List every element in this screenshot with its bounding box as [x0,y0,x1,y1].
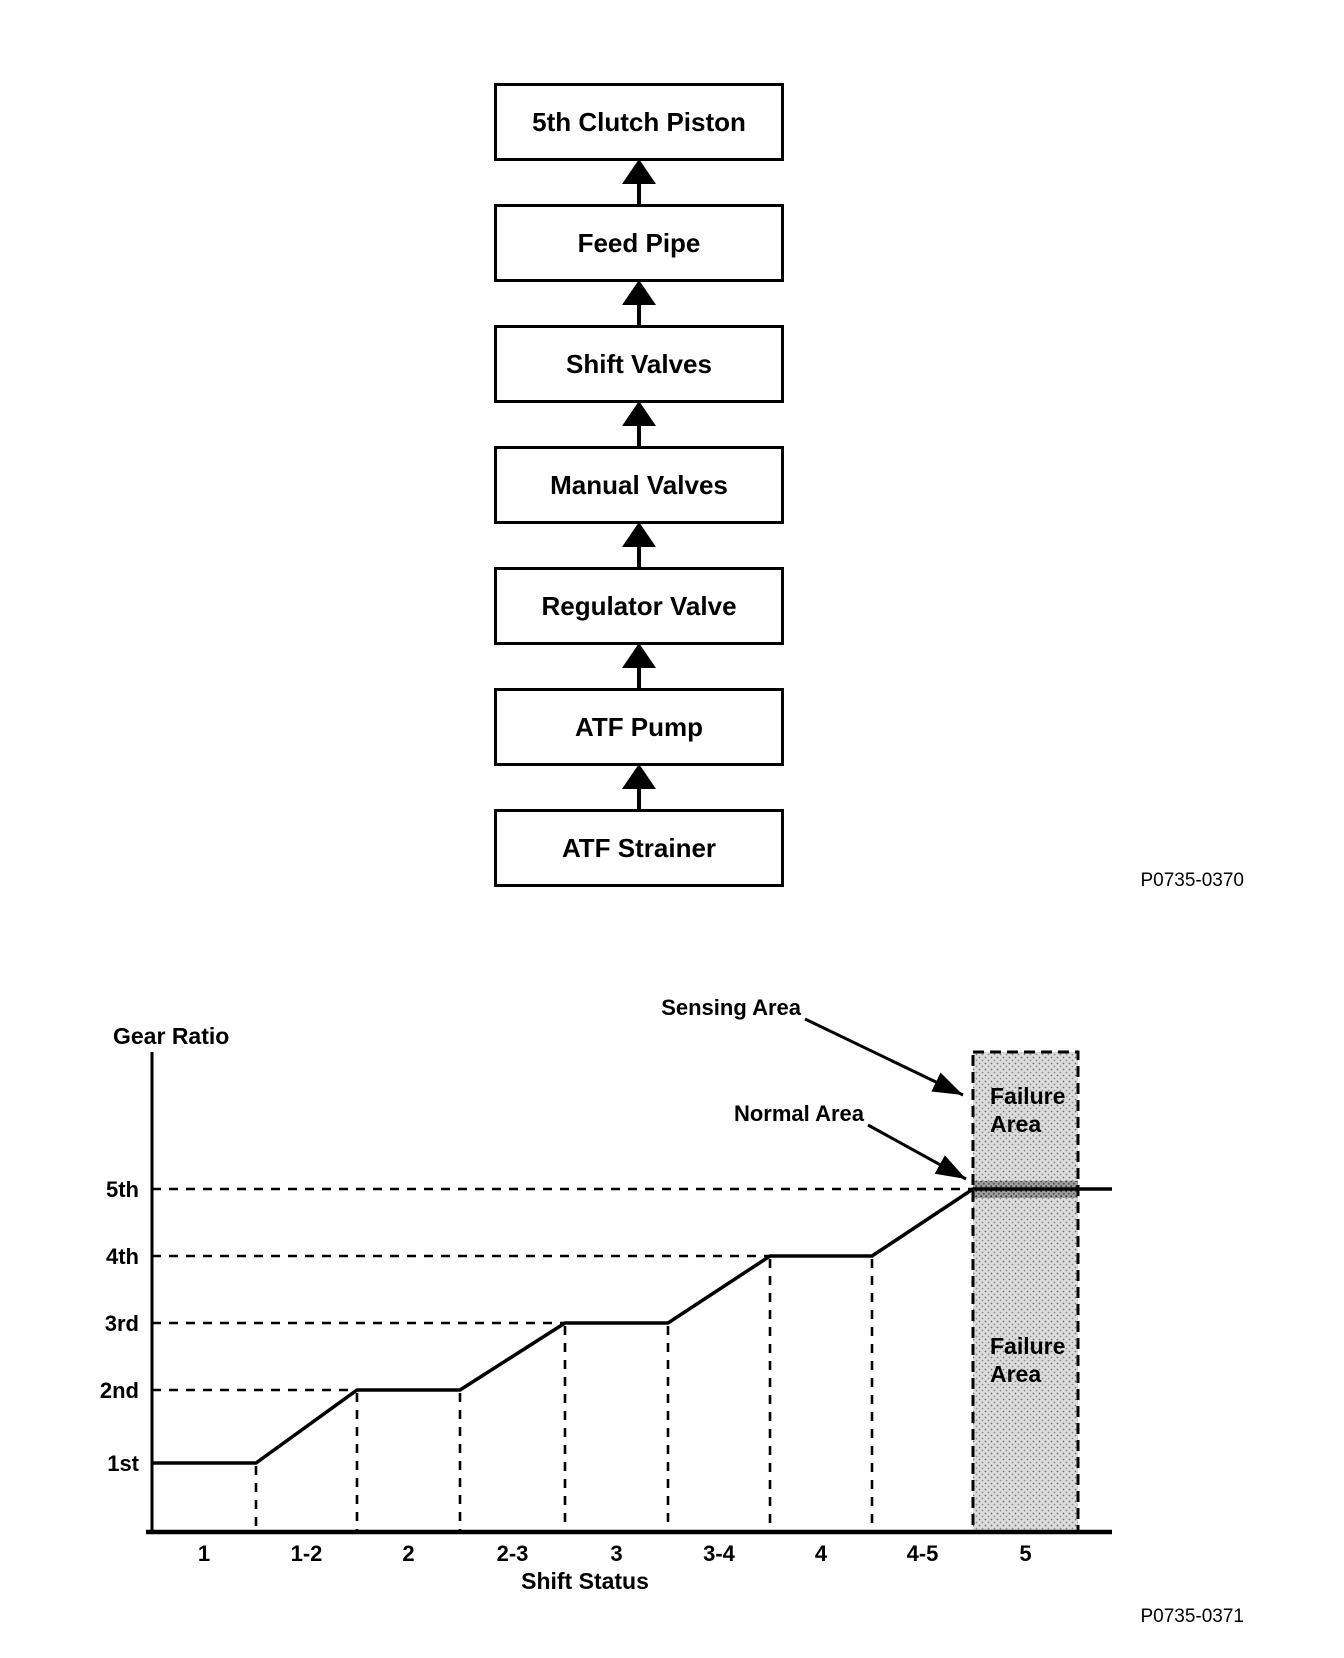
gear-ratio-line [152,1187,1112,1465]
normal-area-arrow [867,1123,967,1181]
flow-box-label: Manual Valves [550,469,728,500]
flow-arrow-up-icon [622,522,656,547]
xtick-label-1: 1-2 [291,1541,323,1566]
ytick-label-5: 5th [106,1177,139,1202]
flow-box-6: ATF Pump [494,688,784,766]
flow-box-4: Manual Valves [494,446,784,524]
figure-code-flow: P0735-0370 [1140,870,1244,891]
flow-arrow-shaft [637,544,641,567]
figure-code-chart: P0735-0371 [1140,1606,1244,1627]
flow-arrow-up-icon [622,643,656,668]
xtick-label-8: 5 [1019,1541,1031,1566]
failure-area-label-line: Failure [990,1333,1065,1359]
x-axis-title: Shift Status [521,1568,649,1594]
ytick-label-2: 2nd [100,1378,139,1403]
flow-box-label: Regulator Valve [541,590,737,621]
failure-area-label-line: Failure [990,1083,1065,1109]
flow-box-label: Feed Pipe [577,227,701,258]
flow-box-5: Regulator Valve [494,567,784,645]
flow-arrow-shaft [637,302,641,325]
y-axis-title: Gear Ratio [113,1023,229,1049]
xtick-label-3: 2-3 [497,1541,529,1566]
sensing-area-arrow [804,1017,964,1097]
flow-arrow-shaft [637,181,641,204]
flow-box-7: ATF Strainer [494,809,784,887]
flow-box-label: Shift Valves [566,348,712,379]
flow-box-label: ATF Pump [574,711,704,742]
failure-area-region [973,1052,1078,1532]
flow-arrow-up-icon [622,280,656,305]
flow-box-3: Shift Valves [494,325,784,403]
xtick-label-0: 1 [198,1541,210,1566]
xtick-label-5: 3-4 [703,1541,736,1566]
flow-arrow-up-icon [622,401,656,426]
xtick-label-7: 4-5 [907,1541,939,1566]
sensing-area-label: Sensing Area [661,995,802,1020]
flow-arrow-up-icon [622,159,656,184]
normal-area-label: Normal Area [734,1101,865,1126]
ytick-label-1: 1st [107,1451,139,1476]
failure-area-label-line: Area [990,1361,1041,1387]
xtick-label-4: 3 [610,1541,622,1566]
flow-arrow-shaft [637,665,641,688]
flow-box-label: ATF Strainer [561,832,717,863]
ytick-label-4: 4th [106,1244,139,1269]
xtick-label-6: 4 [815,1541,828,1566]
flow-box-label: 5th Clutch Piston [532,106,746,137]
flow-arrow-up-icon [622,764,656,789]
failure-area-label-line: Area [990,1111,1041,1137]
xtick-label-2: 2 [402,1541,414,1566]
flow-arrow-shaft [637,423,641,446]
ytick-label-3: 3rd [105,1311,139,1336]
flow-arrow-shaft [637,786,641,809]
flow-box-2: Feed Pipe [494,204,784,282]
flow-box-1: 5th Clutch Piston [494,83,784,161]
